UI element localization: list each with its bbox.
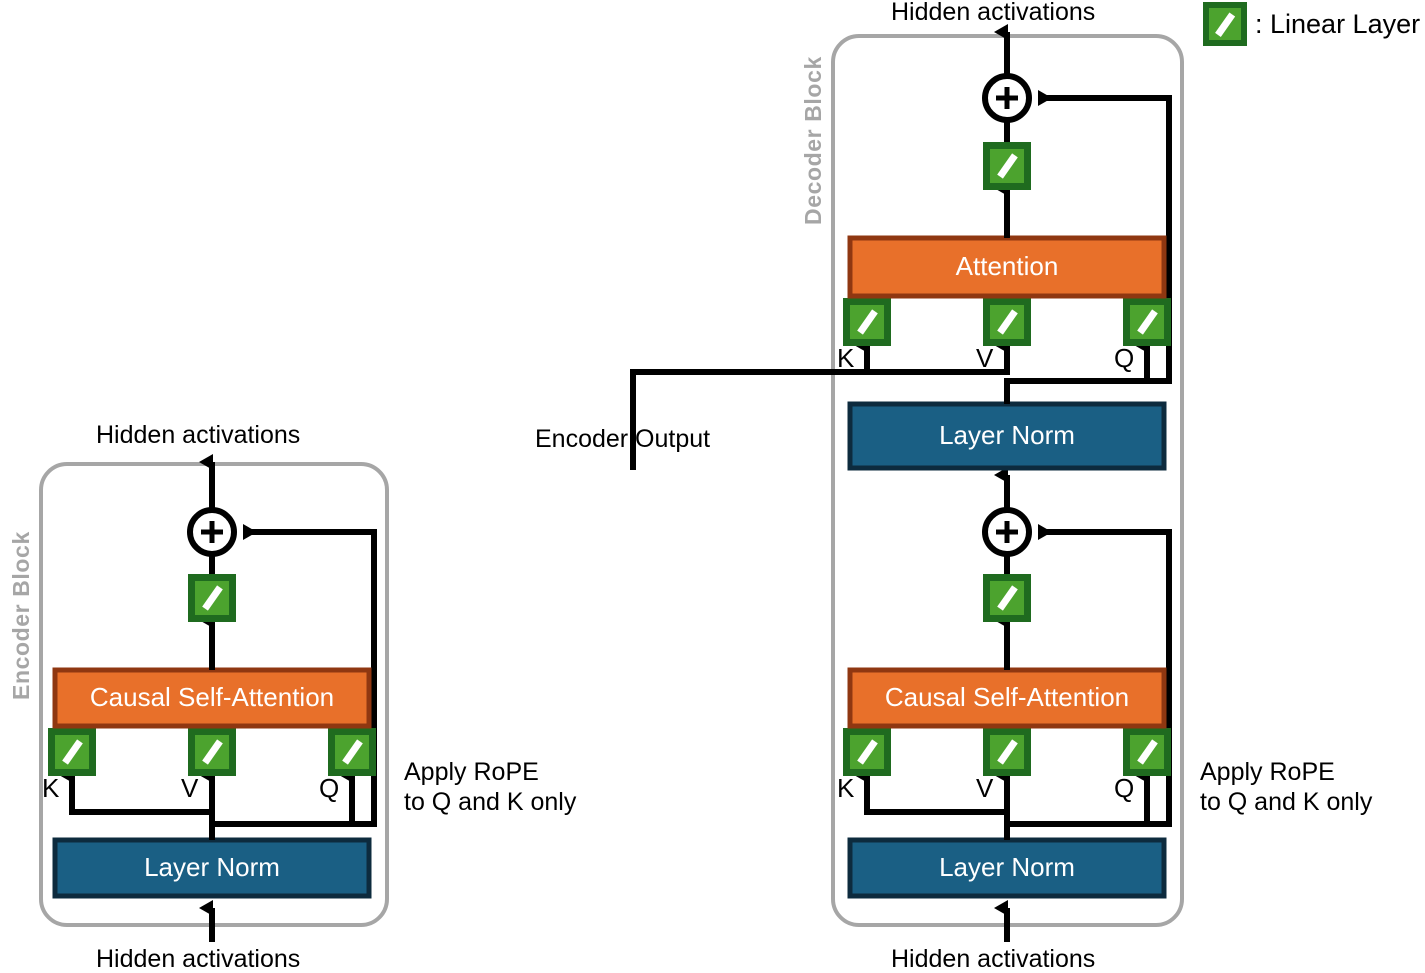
decoder-self-residual-wire: [1007, 524, 1172, 827]
legend-label: : Linear Layer: [1255, 8, 1421, 39]
encoder-rope-annotation: Apply RoPE to Q and K only: [404, 757, 576, 817]
decoder-self-q-projection: [1123, 728, 1171, 776]
decoder-rope-annotation: Apply RoPE to Q and K only: [1200, 757, 1372, 817]
encoder-block-title: Encoder Block: [8, 531, 34, 700]
decoder-cross-v-projection: [983, 298, 1031, 346]
encoder-top-label: Hidden activations: [96, 421, 301, 449]
decoder-block-group: [630, 24, 1184, 942]
encoder-k-wire: [59, 767, 212, 815]
legend: : Linear Layer: [1203, 2, 1420, 46]
encoder-q-label: Q: [319, 773, 340, 803]
encoder-layernorm-label: Layer Norm: [144, 852, 280, 882]
encoder-v-label: V: [181, 773, 199, 803]
encoder-output-feed-wire: [630, 337, 1010, 470]
encoder-output-projection: [188, 574, 236, 622]
encoder-k-label: K: [42, 773, 60, 803]
decoder-rope-line1: Apply RoPE: [1200, 758, 1335, 786]
decoder-self-v-label: V: [976, 773, 994, 803]
encoder-k-projection: [48, 728, 96, 776]
encoder-v-projection: [188, 728, 236, 776]
encoder-attention-label: Causal Self-Attention: [90, 682, 334, 712]
encoder-block-group: [39, 454, 389, 942]
decoder-cross-attention-box: [847, 235, 1167, 299]
decoder-cross-residual-wire: [1007, 90, 1172, 384]
encoder-rope-line2: to Q and K only: [404, 788, 577, 816]
encoder-rope-line1: Apply RoPE: [404, 758, 539, 786]
decoder-cross-v-label: V: [976, 343, 994, 373]
decoder-self-q-label: Q: [1114, 773, 1135, 803]
decoder-block-title: Decoder Block: [800, 56, 826, 225]
decoder-rope-line2: to Q and K only: [1200, 788, 1373, 816]
encoder-q-projection: [328, 728, 376, 776]
encoder-bottom-label: Hidden activations: [96, 945, 301, 973]
decoder-self-k-wire: [854, 767, 1007, 815]
decoder-self-k-label: K: [837, 773, 855, 803]
encoder-residual-wire: [212, 524, 377, 827]
decoder-self-attention-box: [847, 667, 1167, 729]
decoder-self-layernorm-label: Layer Norm: [939, 852, 1075, 882]
decoder-self-attention-label: Causal Self-Attention: [885, 682, 1129, 712]
decoder-self-k-projection: [843, 728, 891, 776]
decoder-self-layernorm-box: [847, 837, 1167, 899]
decoder-cross-q-label: Q: [1114, 343, 1135, 373]
encoder-attention-box: [52, 667, 372, 729]
decoder-cross-q-projection: [1123, 298, 1171, 346]
decoder-cross-attention-label: Attention: [956, 251, 1059, 281]
encoder-layernorm-box: [52, 837, 372, 899]
decoder-cross-k-label: K: [837, 343, 855, 373]
linear-layer-icon: [1203, 2, 1247, 46]
decoder-self-output-projection: [983, 574, 1031, 622]
decoder-bottom-label: Hidden activations: [891, 945, 1096, 973]
encoder-output-label: Encoder Output: [535, 425, 711, 453]
decoder-top-label: Hidden activations: [891, 0, 1096, 26]
decoder-cross-layernorm-label: Layer Norm: [939, 420, 1075, 450]
decoder-self-v-projection: [983, 728, 1031, 776]
decoder-cross-output-projection: [983, 142, 1031, 190]
decoder-cross-k-projection: [843, 298, 891, 346]
decoder-cross-layernorm-box: [847, 401, 1167, 471]
